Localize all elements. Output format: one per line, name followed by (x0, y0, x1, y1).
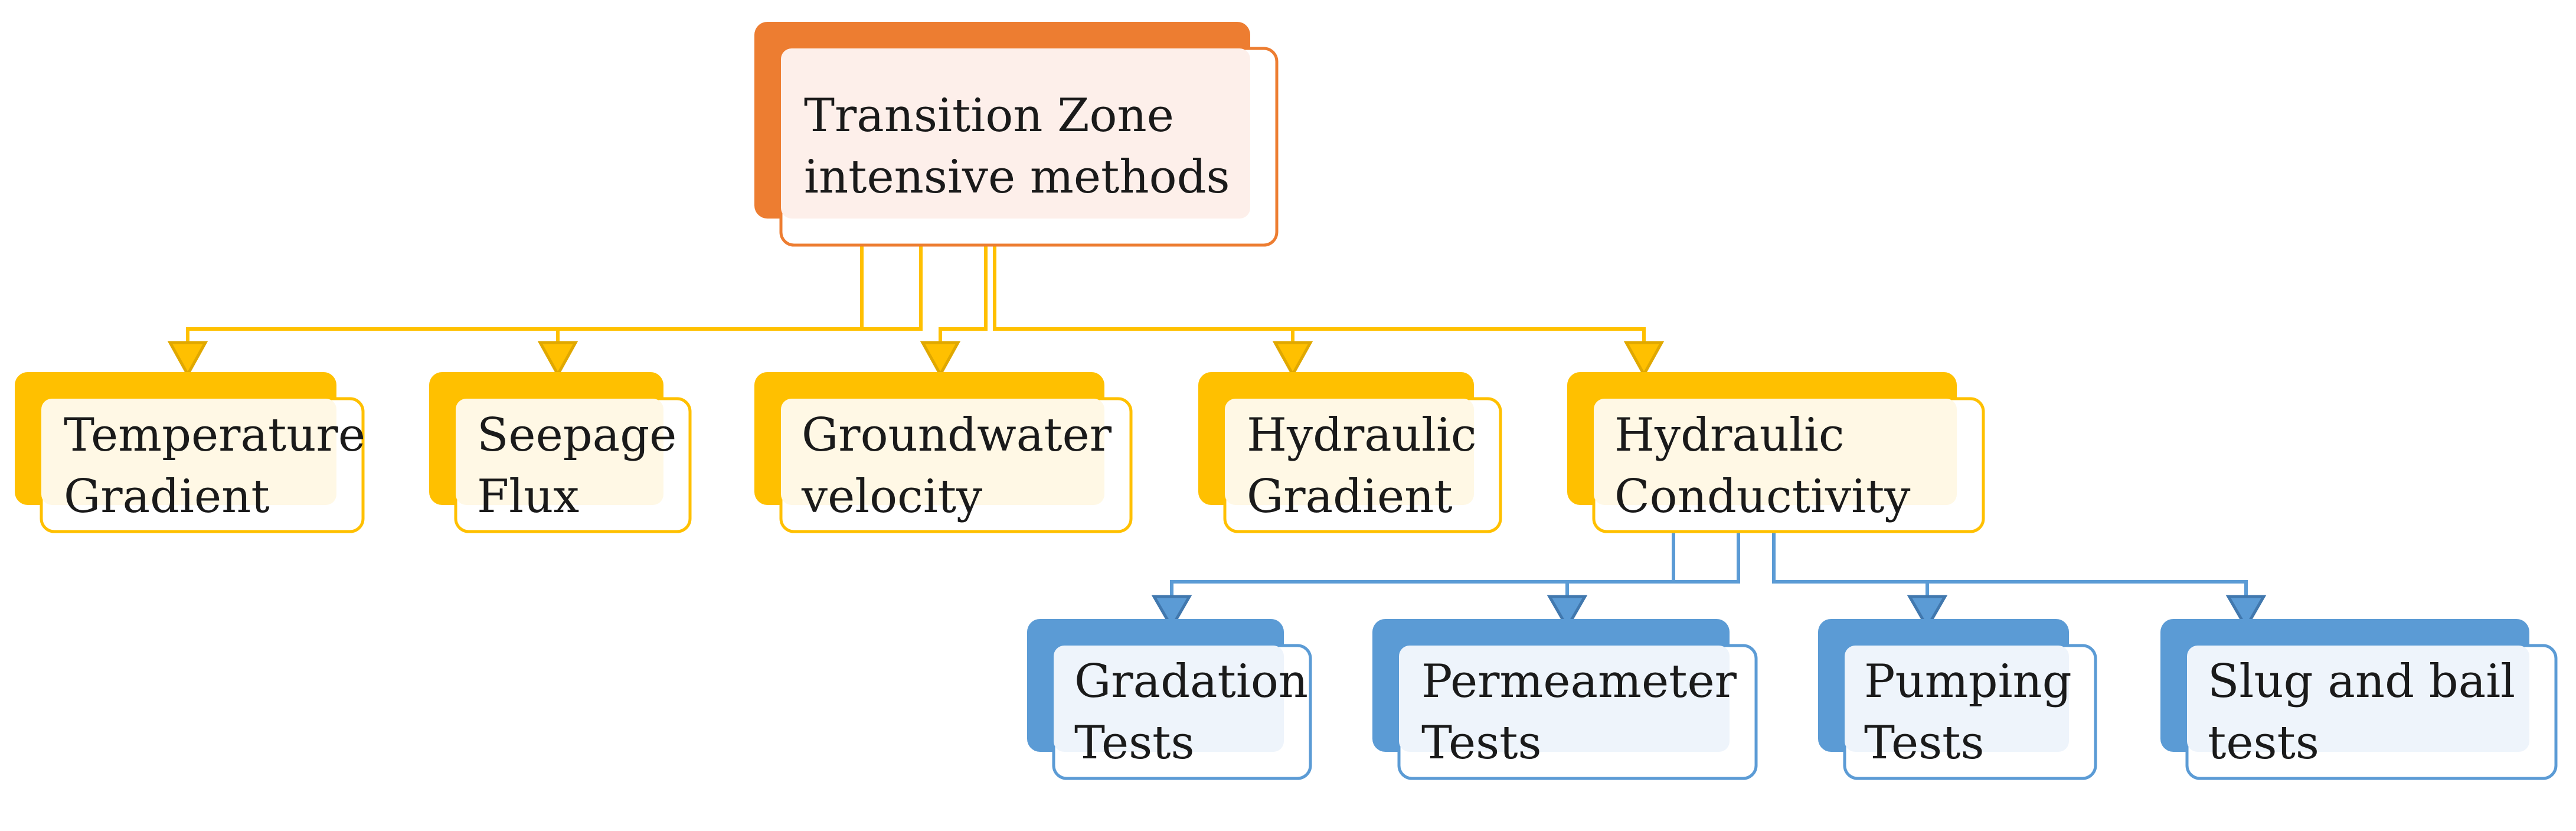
connector-line (995, 327, 1646, 343)
node-root: Transition Zone intensive methods (754, 22, 1279, 247)
node-front-fill (1225, 399, 1474, 505)
node-label-line: Slug and bail (2208, 655, 2515, 708)
connector-line (939, 245, 988, 343)
connector-layer (167, 245, 2267, 631)
node-label-line: Tests (1421, 716, 1542, 770)
node-label-line: tests (2208, 716, 2319, 770)
node-label-line: Flux (477, 470, 579, 523)
node-front-fill (1054, 646, 1284, 752)
connector-line (556, 245, 923, 343)
connector-line (186, 245, 864, 343)
node-label-line: Transition Zone (804, 89, 1174, 142)
arrow-head (1623, 341, 1665, 378)
node-label-line: Tests (1074, 716, 1195, 770)
node-groundwater-velocity: Groundwater velocity (754, 372, 1133, 533)
node-front-fill (41, 399, 336, 505)
node-label-line: Seepage (477, 409, 676, 462)
node-label-line: Hydraulic (1247, 409, 1477, 462)
arrow-head (2225, 595, 2267, 631)
node-label-line: Gradient (1247, 470, 1453, 523)
node-front-fill (781, 399, 1104, 505)
node-front-fill (2187, 646, 2529, 752)
arrow-head (1907, 595, 1948, 631)
node-label-line: Tests (1864, 716, 1985, 770)
node-front-fill (1594, 399, 1957, 505)
arrow-head (1272, 341, 1313, 378)
node-label-line: Temperature (64, 409, 365, 462)
arrow-head (1547, 595, 1588, 631)
node-slug-and-bail-tests: Slug and bail tests (2160, 619, 2558, 780)
arrow-head (920, 341, 961, 378)
node-label-line: intensive methods (804, 151, 1230, 204)
node-front-fill (456, 399, 663, 505)
node-front-fill (781, 48, 1250, 219)
connector-line (1774, 580, 2248, 597)
node-label-line: Conductivity (1614, 470, 1910, 523)
node-label-line: Groundwater (802, 409, 1112, 462)
connector-line (1565, 532, 1740, 597)
connector-line (1772, 532, 1929, 597)
node-label-line: Permeameter (1421, 655, 1737, 708)
node-label-line: Gradation (1074, 655, 1308, 708)
node-front-fill (1399, 646, 1730, 752)
connector-line (1170, 532, 1675, 597)
arrow-head (537, 341, 578, 378)
node-label-line: Hydraulic (1614, 409, 1845, 462)
arrow-head (167, 341, 208, 378)
arrow-head (1151, 595, 1192, 631)
node-label-line: velocity (801, 470, 982, 523)
node-layer: Transition Zone intensive methodsTemperat… (15, 22, 2558, 780)
node-label-line: Pumping (1864, 655, 2072, 708)
node-front-fill (1845, 646, 2069, 752)
node-label-line: Gradient (64, 470, 270, 523)
